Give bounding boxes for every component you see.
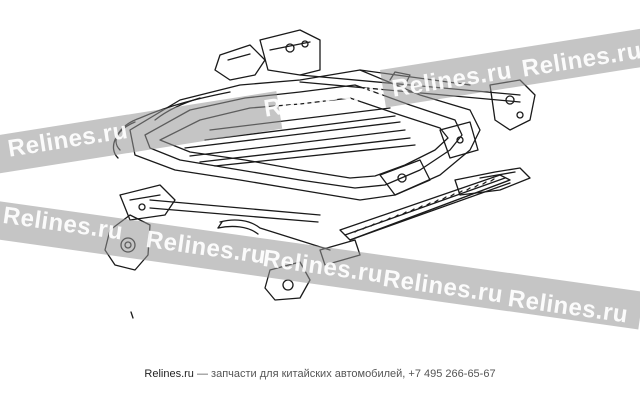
footer-tagline: — запчасти для китайских автомобилей, +7… [193,368,496,380]
footer-brand[interactable]: Relines.ru [144,368,194,380]
footer-caption: Relines.ru — запчасти для китайских авто… [0,368,640,380]
seat-pan-frame [129,69,481,201]
